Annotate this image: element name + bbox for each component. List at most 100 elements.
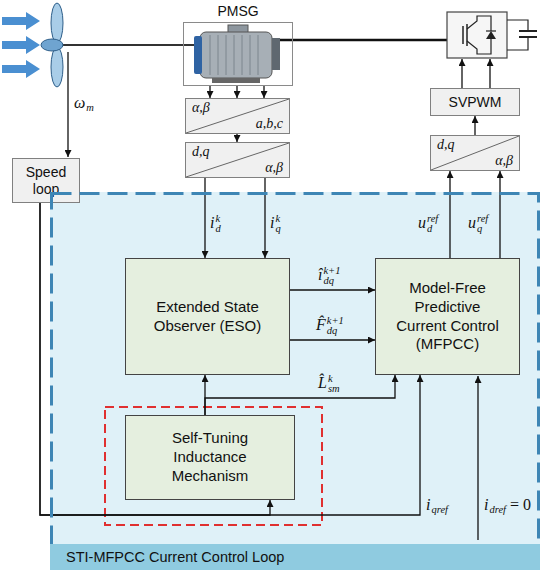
transform-box: α,β a,b,c [185,98,290,134]
motor-fin [218,35,219,75]
process-box: Extended State Observer (ESO) [125,258,290,375]
transform-diagonal [186,143,289,177]
index-stack: refq [477,214,488,235]
signal-arrow [210,86,264,98]
motor-fin [226,35,227,75]
signal-arrow [450,171,500,258]
signal-arrow [40,203,420,515]
signal-symbol: k [275,214,280,225]
signal-symbol: i [270,214,274,231]
signal-label: urefq [468,212,488,235]
signal-label: ikd [210,212,221,235]
generator-box: PMSG [183,2,293,86]
signal-arrow [205,178,265,258]
box-label: Self-Tuning Inductance Mechanism [138,429,282,485]
signal-arrow [205,375,395,415]
box-label: α,β [265,160,283,176]
gate-signal-arrow [461,59,462,88]
process-box: Self-Tuning Inductance Mechanism [125,415,295,500]
signal-symbol: k [215,214,220,225]
process-box: Speed loop [12,158,80,203]
motor-fin [234,35,235,75]
reference-arrow [477,376,478,540]
index-stack: kd [215,214,220,235]
region-outline [52,194,539,569]
box-label: a,b,c [256,116,283,132]
box-label: Speed loop [17,164,75,196]
transform-diagonal [186,99,289,133]
signal-symbol: m [86,102,94,113]
motor-fin [250,35,251,75]
wind-arrow [2,12,40,30]
motor-foot [212,78,260,83]
igbt-symbol [462,26,464,44]
region-outline [50,192,540,570]
signal-symbol: k [328,374,340,385]
signal-label: iqref [426,494,448,521]
index-stack: k+1dq [323,266,340,287]
signal-symbol: i [426,496,430,513]
signal-symbol: ω [74,94,85,111]
signal-symbol: qref [431,504,448,515]
box-label: α,β [192,100,210,116]
control-loop-region: STI-MFPCC Current Control Loop Extended S… [50,192,540,570]
power-line [280,39,447,42]
signal-arrow [474,116,475,135]
signal-arrow [449,171,450,258]
signal-arrow [290,290,375,340]
signal-arrow [205,375,395,415]
motor-fin [242,35,243,75]
index-stack: kq [275,214,280,235]
signal-symbol: u [418,214,426,231]
motor-body [200,32,272,78]
wind-arrow [2,60,40,78]
signal-label: îk+1dq [318,264,340,287]
signal-symbol: i [210,214,214,231]
turbine-blade [51,3,63,43]
box-label: d,q [437,137,455,153]
inverter-box [447,12,507,58]
capacitor-symbol [519,30,537,32]
signal-label: L̂ksm [318,372,340,395]
signal-arrow [236,134,237,142]
signal-arrow [290,339,375,340]
transform-diagonal [431,136,519,170]
signal-label: urefd [418,212,438,235]
generator-frame [184,23,293,86]
turbine-blade [51,47,63,87]
generator-frame [183,22,293,86]
index-stack: k+1dq [327,316,344,337]
process-box: Model-Free Predictive Current Control (M… [375,258,520,375]
signal-symbol: dq [323,276,340,287]
capacitor-wire [507,20,528,31]
motor-end-cap [272,38,280,70]
signal-arrow [204,178,205,258]
igbt-symbol [467,39,491,54]
signal-arrow [209,86,210,98]
signal-arrow [40,203,420,515]
signal-symbol: F̂ [316,316,326,333]
signal-label: ikq [270,212,281,235]
region-ground [50,192,540,570]
box-label: d,q [192,144,210,160]
signal-symbol: ref [477,214,488,225]
box-label: STI-MFPCC Current Control Loop [50,544,540,570]
turbine-shaft [60,44,196,46]
signal-arrow [264,178,265,258]
transform-box: d,q α,β [185,142,290,178]
gate-signal-arrow [489,59,490,88]
signal-arrow [263,86,264,98]
signal-symbol: dref [489,504,506,515]
signal-symbol: ref [427,214,438,225]
diode-symbol [486,31,496,39]
signal-symbol: = 0 [510,496,531,513]
signal-symbol: d [427,224,438,235]
signal-symbol: u [468,214,476,231]
signal-symbol: q [275,224,280,235]
signal-symbol: k+1 [327,316,344,327]
signal-label: ωm [74,92,94,119]
index-stack: ksm [328,374,340,395]
index-stack: refd [427,214,438,235]
wind-arrow [2,36,40,54]
box-label: Model-Free Predictive Current Control (M… [388,279,507,354]
